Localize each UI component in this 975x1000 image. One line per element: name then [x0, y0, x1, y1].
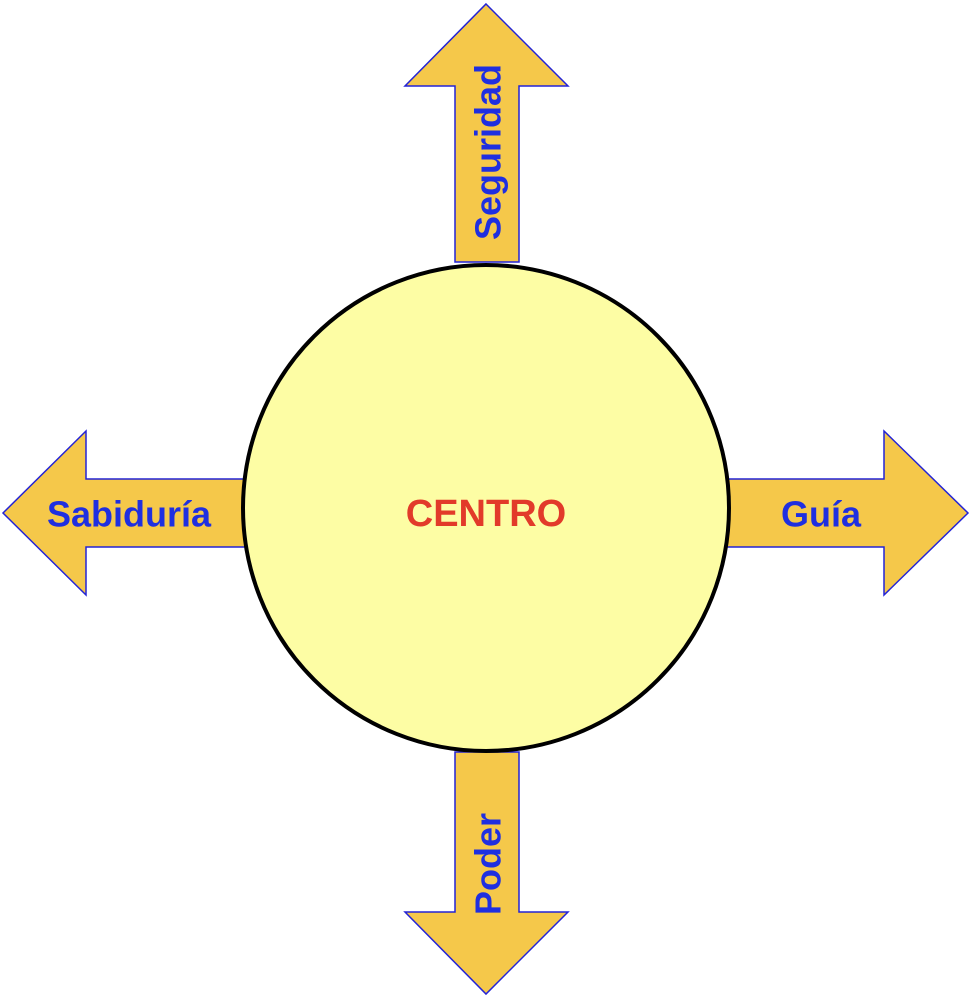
center-label: CENTRO: [406, 493, 566, 535]
arrow-right: Guía: [719, 429, 970, 597]
arrow-down-label: Poder: [468, 813, 509, 915]
arrow-left: Sabiduría: [1, 429, 251, 597]
arrow-right-shape: [719, 429, 970, 597]
center-circle: [241, 263, 731, 753]
arrow-right-label: Guía: [781, 494, 862, 535]
arrow-down: Poder: [403, 751, 570, 996]
arrow-up: Seguridad: [403, 2, 570, 263]
arrow-down-shape: [403, 751, 570, 996]
arrow-up-label: Seguridad: [468, 64, 509, 240]
arrow-left-label: Sabiduría: [47, 494, 212, 535]
arrow-up-shape: [403, 2, 570, 263]
